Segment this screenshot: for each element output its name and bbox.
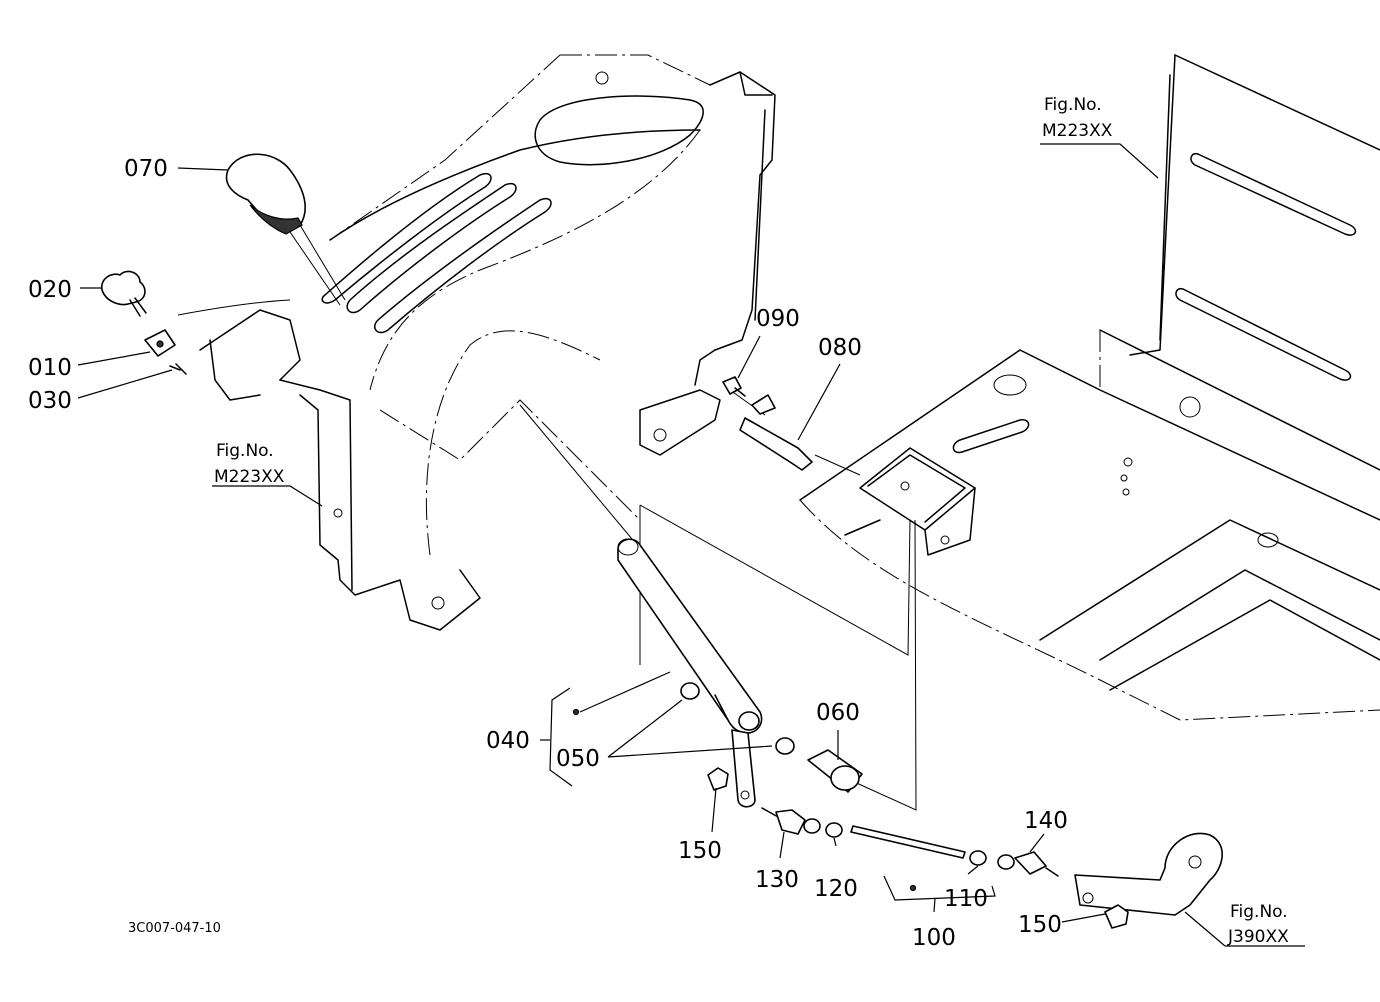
fender-panel-outline	[199, 54, 776, 631]
threaded-rod	[850, 825, 966, 859]
part-label-090: 090	[756, 306, 800, 332]
clamp-plate	[144, 329, 176, 357]
jam-nut	[969, 850, 987, 866]
part-label-040: 040	[486, 728, 530, 754]
rod-end	[997, 851, 1059, 877]
floor-plate-outline	[799, 54, 1380, 721]
fig-ref-3-line2: J390XX	[1227, 927, 1289, 947]
part-label-010: 010	[28, 355, 72, 381]
drawing-code: 3C007-047-10	[128, 921, 221, 936]
cotter-pin	[169, 363, 187, 375]
part-label-150-right: 150	[1018, 912, 1062, 938]
part-label-150-left: 150	[678, 838, 722, 864]
part-label-060: 060	[816, 700, 860, 726]
linkage-bracket	[1074, 832, 1223, 929]
collar	[807, 749, 863, 793]
hex-nut	[825, 822, 843, 838]
fig-ref-3-line1: Fig.No.	[1230, 902, 1288, 922]
shift-knob	[225, 153, 346, 306]
hex-bolt	[722, 376, 746, 397]
fig-ref-2-line2: M223XX	[214, 467, 285, 487]
part-label-050: 050	[556, 746, 600, 772]
ball-joint	[761, 807, 821, 835]
part-label-070: 070	[124, 156, 168, 182]
part-label-120: 120	[814, 876, 858, 902]
part-labels: 070 020 010 030 090 080 060 040 050 150 …	[28, 156, 1068, 951]
wing-bolt	[101, 270, 147, 317]
label-leaders	[77, 143, 1305, 947]
fig-ref-2-line1: Fig.No.	[216, 441, 274, 461]
part-label-140: 140	[1024, 808, 1068, 834]
lock-nut-left	[707, 767, 729, 791]
part-label-130: 130	[755, 867, 799, 893]
pivot-pin	[739, 394, 813, 471]
part-label-020: 020	[28, 277, 72, 303]
figure-references: Fig.No. M223XX Fig.No. M223XX Fig.No. J3…	[214, 95, 1289, 947]
assembly-guide-lines	[177, 299, 917, 811]
pedal-arm	[617, 538, 763, 808]
fig-ref-1-line1: Fig.No.	[1044, 95, 1102, 115]
part-label-110: 110	[944, 886, 988, 912]
part-label-100: 100	[912, 925, 956, 951]
part-label-080: 080	[818, 335, 862, 361]
bushings	[680, 682, 795, 755]
fig-ref-1-line2: M223XX	[1042, 121, 1113, 141]
part-label-030: 030	[28, 388, 72, 414]
